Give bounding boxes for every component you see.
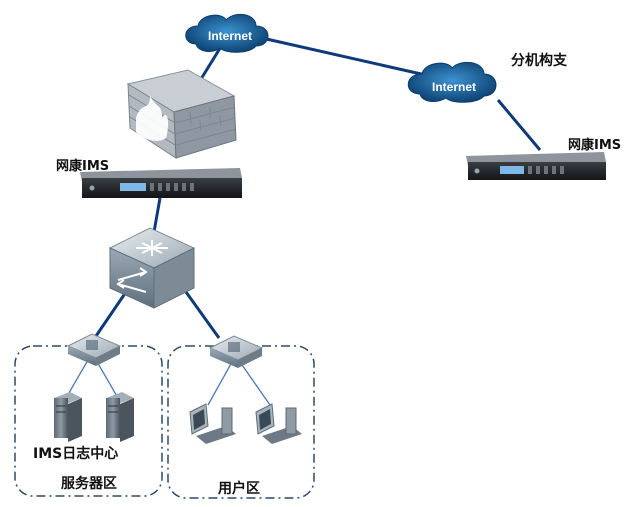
server-icon [106, 392, 134, 442]
internet-cloud-right: Internet [407, 61, 497, 103]
user-pc-icon-right [255, 403, 302, 444]
link-ims-core-switch [152, 197, 162, 233]
server-zone-label: 服务器区 [61, 476, 117, 492]
ims-label-left: 网康IMS [56, 159, 110, 174]
link-switch-server-a [65, 359, 89, 399]
log-center-label: IMS日志中心 [33, 446, 119, 462]
access-switch-left-icon [66, 333, 122, 366]
internet-label-right: Internet [432, 80, 476, 94]
branch-label: 分机构支 [511, 53, 567, 69]
link-core-switch-left [94, 291, 128, 337]
user-zone-boundary [167, 345, 315, 499]
access-switch-right-icon [208, 335, 264, 368]
user-zone-label: 用户区 [218, 481, 260, 497]
link-internet-internet [261, 36, 431, 78]
link-switch-user-a [207, 361, 233, 406]
link-internet-branch-ims [496, 99, 542, 151]
link-switch-server-b [95, 359, 119, 399]
internet-label-top: Internet [208, 29, 252, 43]
server-icon-log-center [54, 392, 82, 442]
access-links [65, 359, 271, 406]
ims-appliance-left [80, 168, 242, 198]
ims-label-right: 网康IMS [568, 138, 622, 153]
link-core-switch-right [184, 291, 221, 339]
ims-appliance-right [466, 152, 606, 180]
core-switch-icon [108, 227, 196, 309]
user-pc-icon-left [189, 403, 236, 444]
internet-cloud-top: Internet [185, 13, 269, 53]
link-switch-user-b [239, 361, 271, 406]
server-zone-boundary [14, 345, 163, 497]
firewall-icon [126, 69, 237, 159]
